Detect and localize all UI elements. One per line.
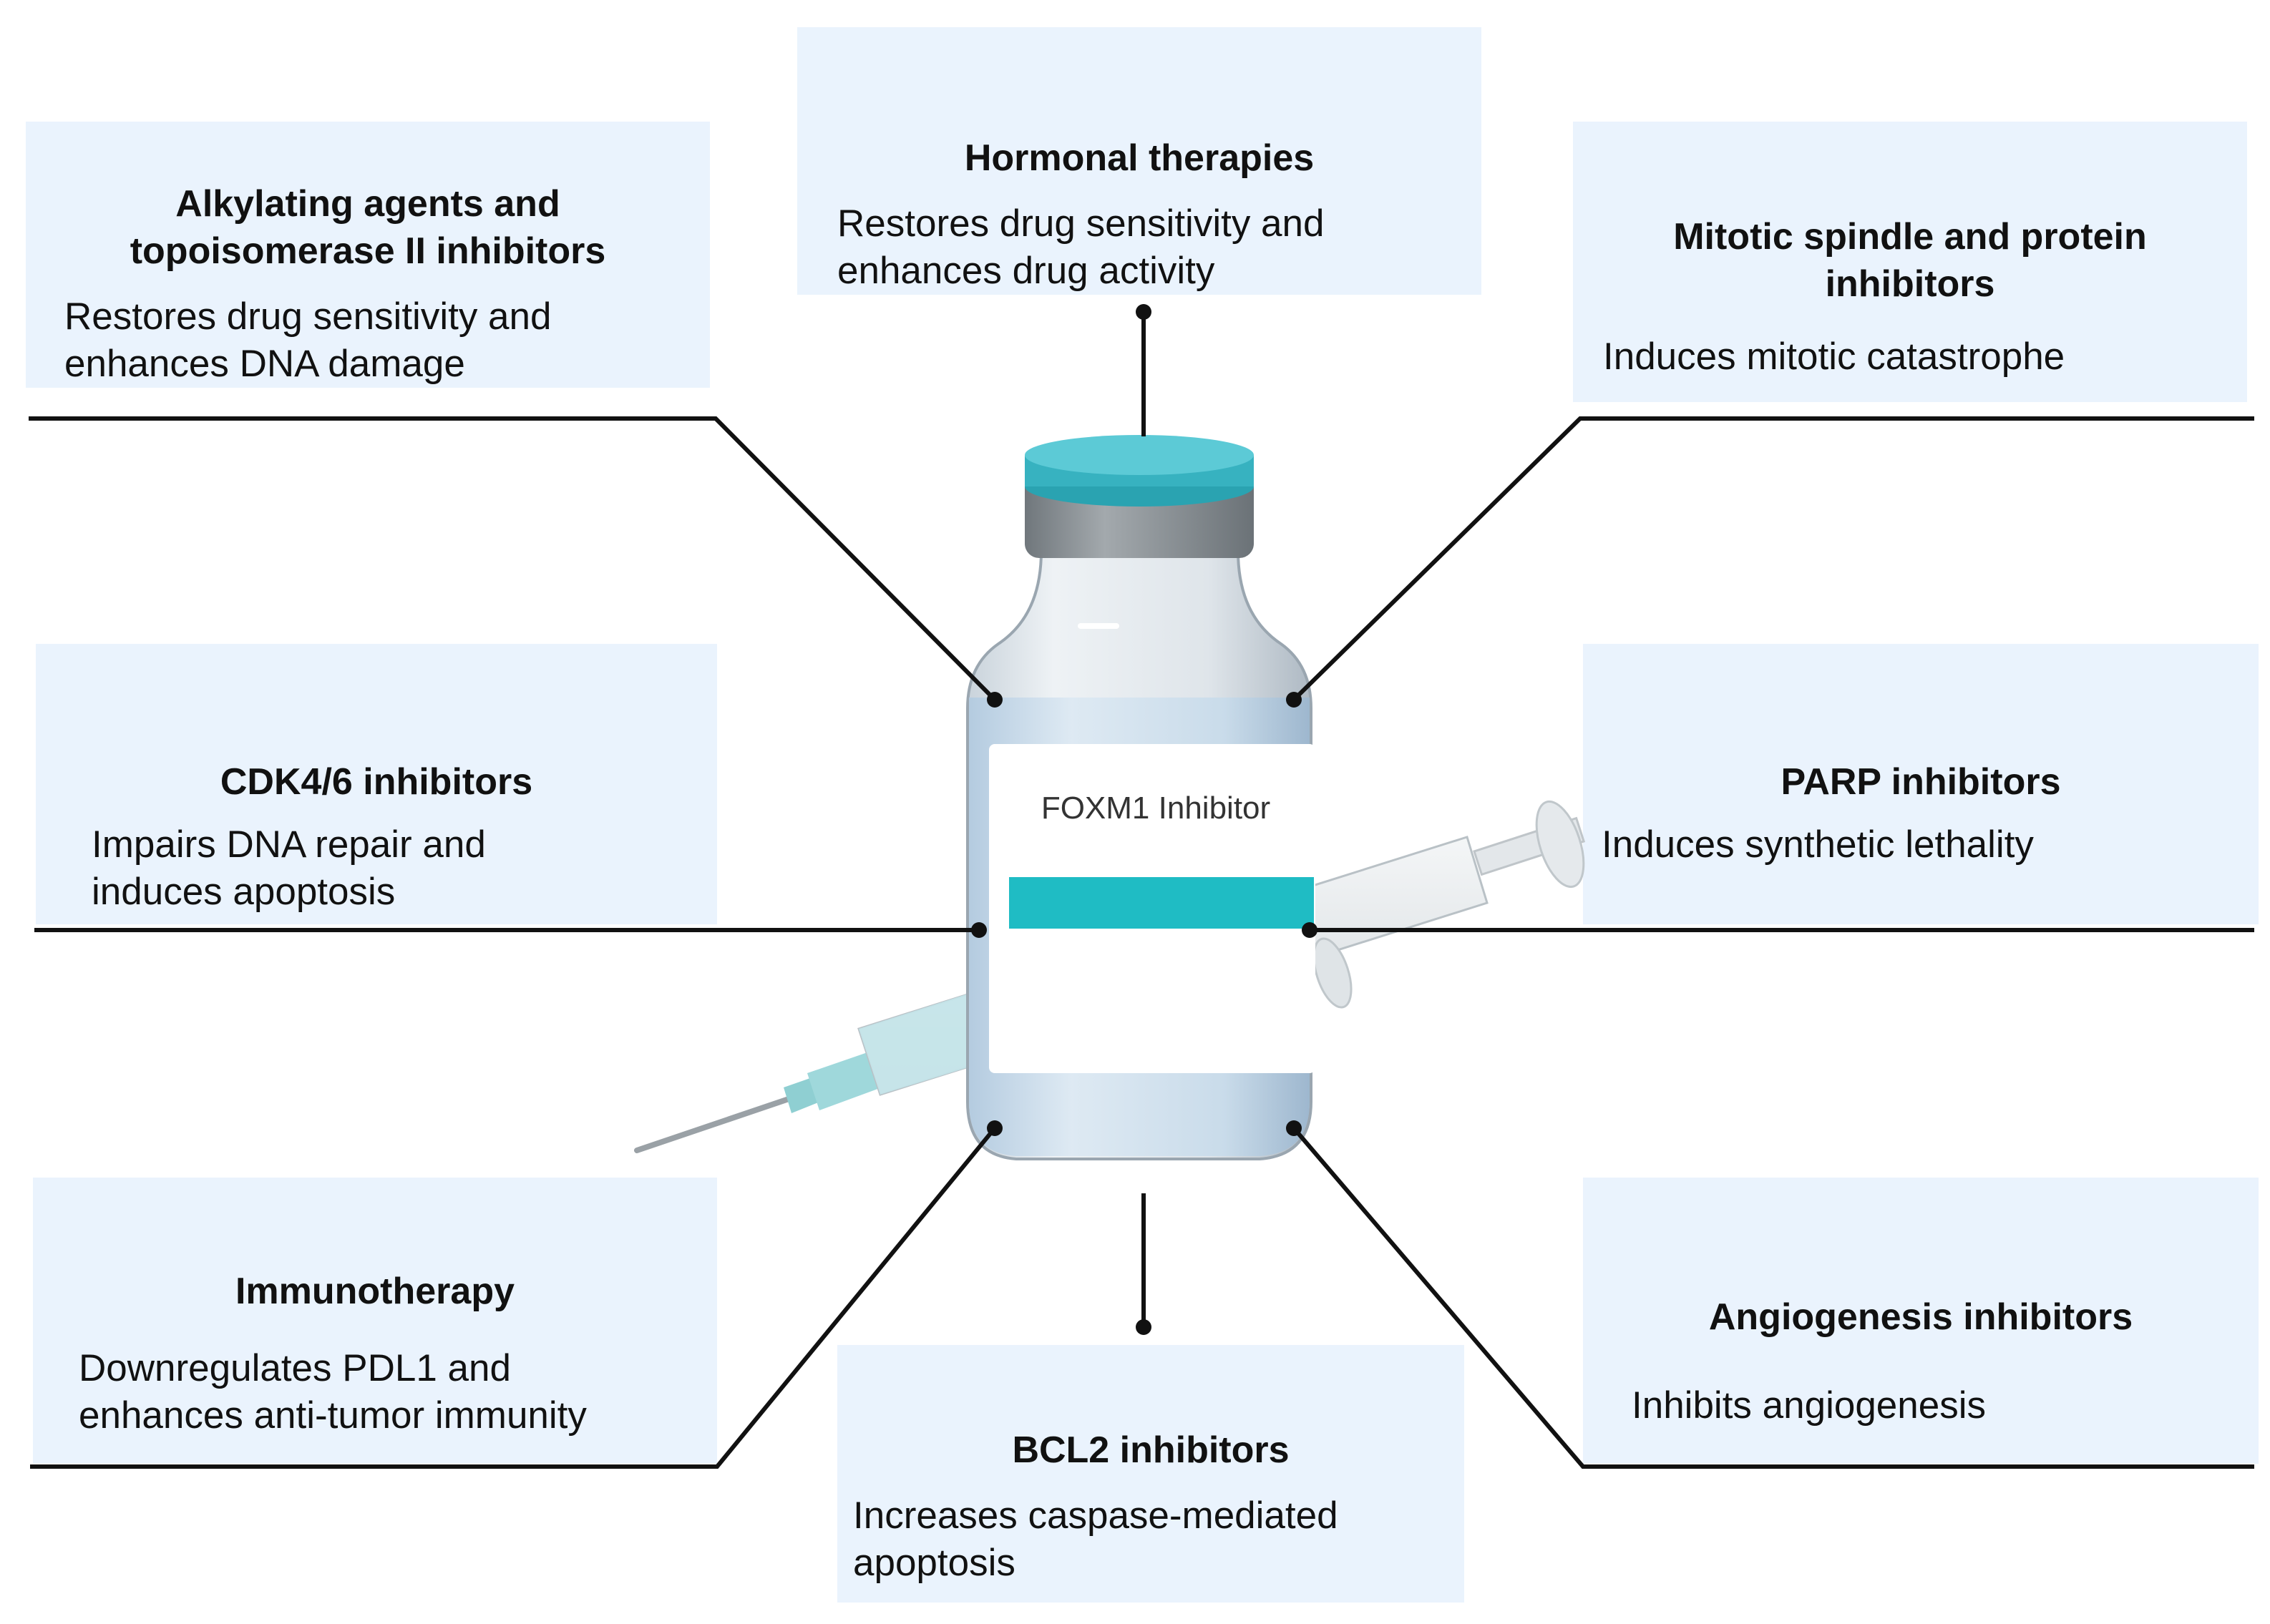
box-cdk [36,644,717,924]
title-parp: PARP inhibitors [1781,761,2061,803]
desc-bcl2: Increases caspase-mediated apoptosis [853,1495,1338,1584]
box-mitotic [1573,122,2247,402]
box-bcl2 [837,1345,1464,1603]
desc-mitotic: Induces mitotic catastrophe [1603,336,2065,378]
desc-immuno: Downregulates PDL1 and enhances anti-tum… [79,1347,587,1437]
connector-immuno [30,1127,997,1469]
title-angio: Angiogenesis inhibitors [1708,1296,2133,1338]
desc-alkylating: Restores drug sensitivity and enhances D… [64,295,552,385]
box-angio [1583,1178,2259,1464]
desc-angio: Inhibits angiogenesis [1632,1384,1987,1427]
desc-cdk: Impairs DNA repair and induces apoptosis [92,823,486,913]
box-immuno [33,1178,717,1464]
title-cdk: CDK4/6 inhibitors [220,761,533,803]
title-immuno: Immunotherapy [235,1271,515,1312]
connector-lines [29,312,2254,1469]
box-parp [1583,644,2259,924]
desc-parp: Induces synthetic lethality [1602,823,2034,866]
title-alkylating: Alkylating agents and topoisomerase II i… [130,183,606,272]
connector-dots [971,304,1317,1335]
connector-mitotic [1292,416,2254,702]
connector-angio [1292,1127,2254,1469]
box-alkylating [26,122,710,388]
title-mitotic: Mitotic spindle and protein inhibitors [1673,216,2147,305]
title-bcl2: BCL2 inhibitors [1012,1429,1290,1471]
vial-label: FOXM1 Inhibitor [1041,791,1271,826]
connector-alkylating [29,416,997,702]
vial-icon [966,435,1315,1160]
title-hormonal: Hormonal therapies [964,137,1315,179]
box-hormonal [797,27,1481,295]
desc-hormonal: Restores drug sensitivity and enhances d… [837,202,1325,292]
